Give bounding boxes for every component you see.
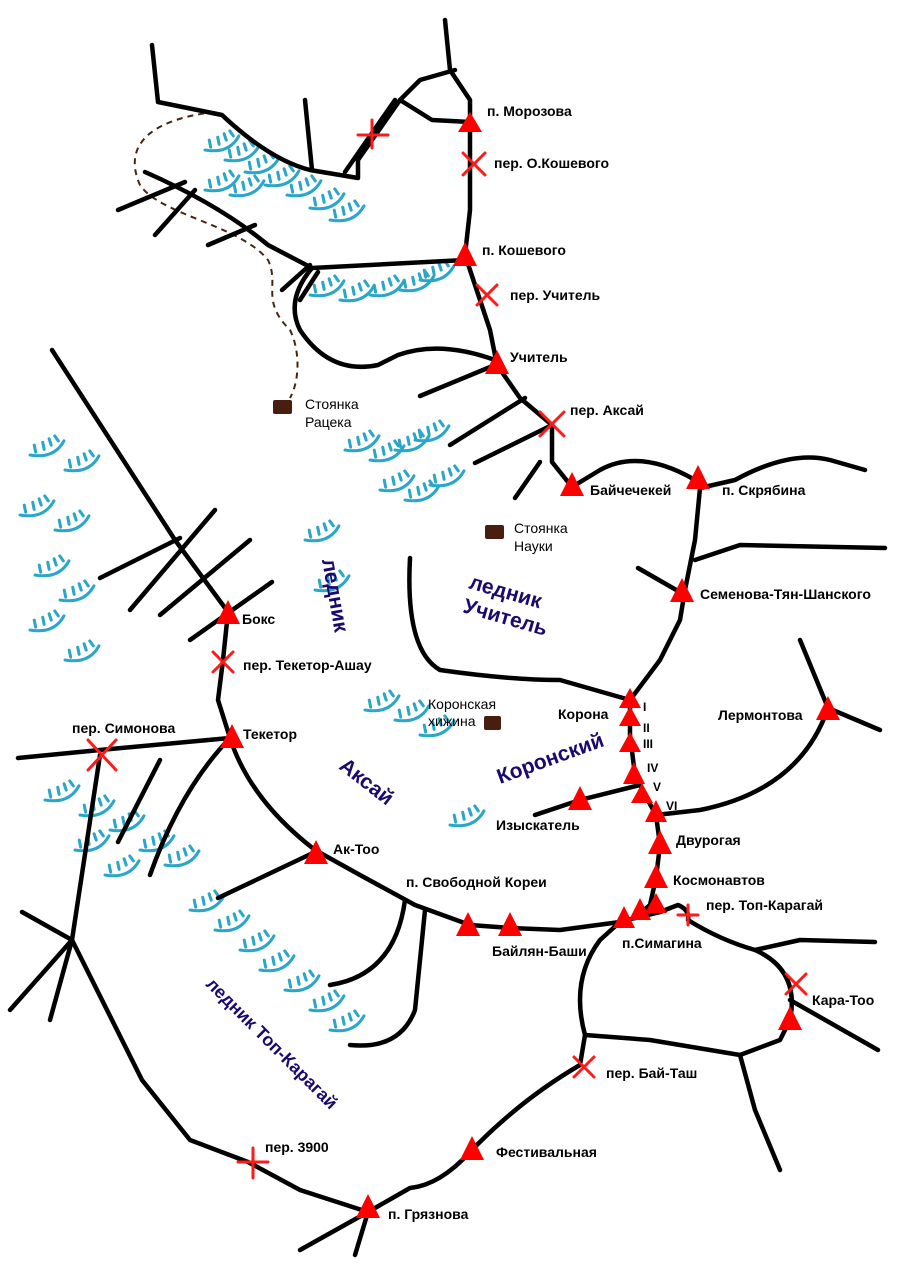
peak-marker-simagina-1 <box>645 893 667 913</box>
peak-marker-baichechekei <box>560 472 584 496</box>
peak-marker-korona-5 <box>631 783 653 803</box>
label-korona-tower-3: III <box>643 737 653 751</box>
pass-marker-aksai <box>538 410 566 438</box>
label-pass-3900: пер. 3900 <box>265 1139 329 1155</box>
label-pass-teketor-ashau: пер. Текетор-Ашау <box>243 657 372 673</box>
label-glacier-top-karagai: ледник Топ-Карагай <box>202 974 341 1113</box>
peak-marker-svobodnoi-korei <box>456 912 480 936</box>
label-bailyan-bashi: Байлян-Баши <box>492 943 587 959</box>
peak-marker-kara-too <box>778 1006 802 1030</box>
pass-marker-3900 <box>236 1146 270 1180</box>
label-dvurogaya: Двурогая <box>676 832 741 848</box>
peak-marker-koshevogo <box>453 242 477 266</box>
peak-marker-teketor <box>220 724 244 748</box>
label-pass-aksai: пер. Аксай <box>570 402 644 418</box>
pass-marker-o-koshevogo <box>461 151 487 177</box>
peak-marker-festivalnaya <box>460 1136 484 1160</box>
label-korona-tower-6: VI <box>666 799 677 813</box>
label-glacier-aksai: Аксай <box>335 754 398 810</box>
label-uchitel: Учитель <box>510 349 568 365</box>
pass-marker-bai-tash <box>572 1055 596 1079</box>
label-korona: Корона <box>558 706 609 722</box>
label-boks: Бокс <box>242 611 275 627</box>
peak-marker-skryabina <box>686 465 710 489</box>
label-svobodnoi-korei: п. Свободной Кореи <box>406 874 547 890</box>
peak-marker-korona-3 <box>619 732 641 752</box>
label-festivalnaya: Фестивальная <box>496 1144 597 1160</box>
trail-to-ratseka <box>133 111 299 399</box>
label-morozova: п. Морозова <box>487 103 572 119</box>
peak-marker-korona-6 <box>645 800 667 822</box>
pass-marker-north <box>356 118 390 150</box>
label-pass-bai-tash: пер. Бай-Таш <box>606 1065 697 1081</box>
peak-marker-semenova <box>670 578 694 602</box>
peak-marker-morozova <box>458 112 482 132</box>
label-gryaznova: п. Грязнова <box>388 1206 469 1222</box>
peak-marker-dvurogaya <box>648 830 672 854</box>
peak-marker-uchitel <box>485 350 509 374</box>
pass-labels: пер. О.Кошевого пер. Учитель пер. Аксай … <box>72 155 823 1155</box>
peak-marker-ak-too <box>304 840 328 864</box>
label-camp-koronskaya-2: хижина <box>428 713 476 729</box>
label-kara-too: Кара-Тоо <box>812 992 874 1008</box>
pass-marker-teketor-ashau <box>211 650 235 674</box>
peak-marker-boks <box>216 600 240 624</box>
label-simagina: п.Симагина <box>622 935 702 951</box>
peak-marker-bailyan-bashi <box>498 912 522 936</box>
label-camp-koronskaya-1: Коронская <box>428 696 496 712</box>
ridge-lines <box>7 17 888 1258</box>
camps <box>273 400 504 730</box>
pass-marker-uchitel <box>475 283 499 307</box>
label-korona-tower-5: V <box>653 780 661 794</box>
label-pass-simonova: пер. Симонова <box>72 720 175 736</box>
label-camp-ratseka-1: Стоянка <box>305 396 359 412</box>
label-teketor: Текетор <box>243 726 297 742</box>
peak-marker-simagina-2 <box>629 898 651 920</box>
peak-marker-izyskatel <box>568 786 592 810</box>
label-glacier-koronsky: Коронский <box>494 729 607 789</box>
label-semenova: Семенова-Тян-Шанского <box>700 586 871 602</box>
pass-marker-kara-too <box>784 972 808 996</box>
pass-marker-top-karagai <box>676 903 700 927</box>
label-camp-nauki-2: Науки <box>514 538 553 554</box>
label-camp-nauki-1: Стоянка <box>514 520 568 536</box>
camp-labels: Стоянка Рацека Стоянка Науки Коронская х… <box>305 396 568 729</box>
label-glacier-vertical: ледник <box>317 557 353 635</box>
label-svobodnoi-korei-text: п. Свободной Кореи <box>406 874 547 890</box>
pass-marker-simonova <box>86 738 118 772</box>
label-lermontova: Лермонтова <box>718 707 803 723</box>
label-korona-tower-2: II <box>643 721 650 735</box>
camp-ratseka-marker <box>273 400 292 414</box>
label-pass-o-koshevogo: пер. О.Кошевого <box>494 155 609 171</box>
label-camp-ratseka-2: Рацека <box>305 414 352 430</box>
label-pass-uchitel: пер. Учитель <box>510 287 601 303</box>
label-baichechekei: Байчечекей <box>590 482 671 498</box>
peak-marker-simagina-3 <box>613 906 635 928</box>
glacier-ice-symbols <box>15 129 487 1043</box>
peak-marker-korona-1 <box>619 688 641 708</box>
peak-marker-kosmonavtov <box>644 864 668 888</box>
label-izyskatel: Изыскатель <box>496 817 580 833</box>
label-pass-top-karagai: пер. Топ-Карагай <box>706 897 823 913</box>
peak-marker-gryaznova <box>356 1194 380 1218</box>
label-skryabina: п. Скрябина <box>722 482 806 498</box>
peak-marker-korona-4 <box>623 762 645 784</box>
camp-koronskaya-marker <box>484 716 501 730</box>
label-korona-tower-4: IV <box>647 761 658 775</box>
label-koshevogo: п. Кошевого <box>482 242 566 258</box>
pass-markers <box>86 118 808 1180</box>
label-korona-tower-1: I <box>643 700 646 714</box>
label-kosmonavtov: Космонавтов <box>673 872 765 888</box>
peak-labels: п. Морозова п. Кошевого Учитель Байчечек… <box>242 103 874 1222</box>
camp-nauki-marker <box>485 525 504 539</box>
peak-marker-lermontova <box>816 696 840 720</box>
label-ak-too: Ак-Too <box>333 841 379 857</box>
peak-markers <box>216 112 840 1218</box>
peak-marker-korona-2 <box>619 706 641 726</box>
